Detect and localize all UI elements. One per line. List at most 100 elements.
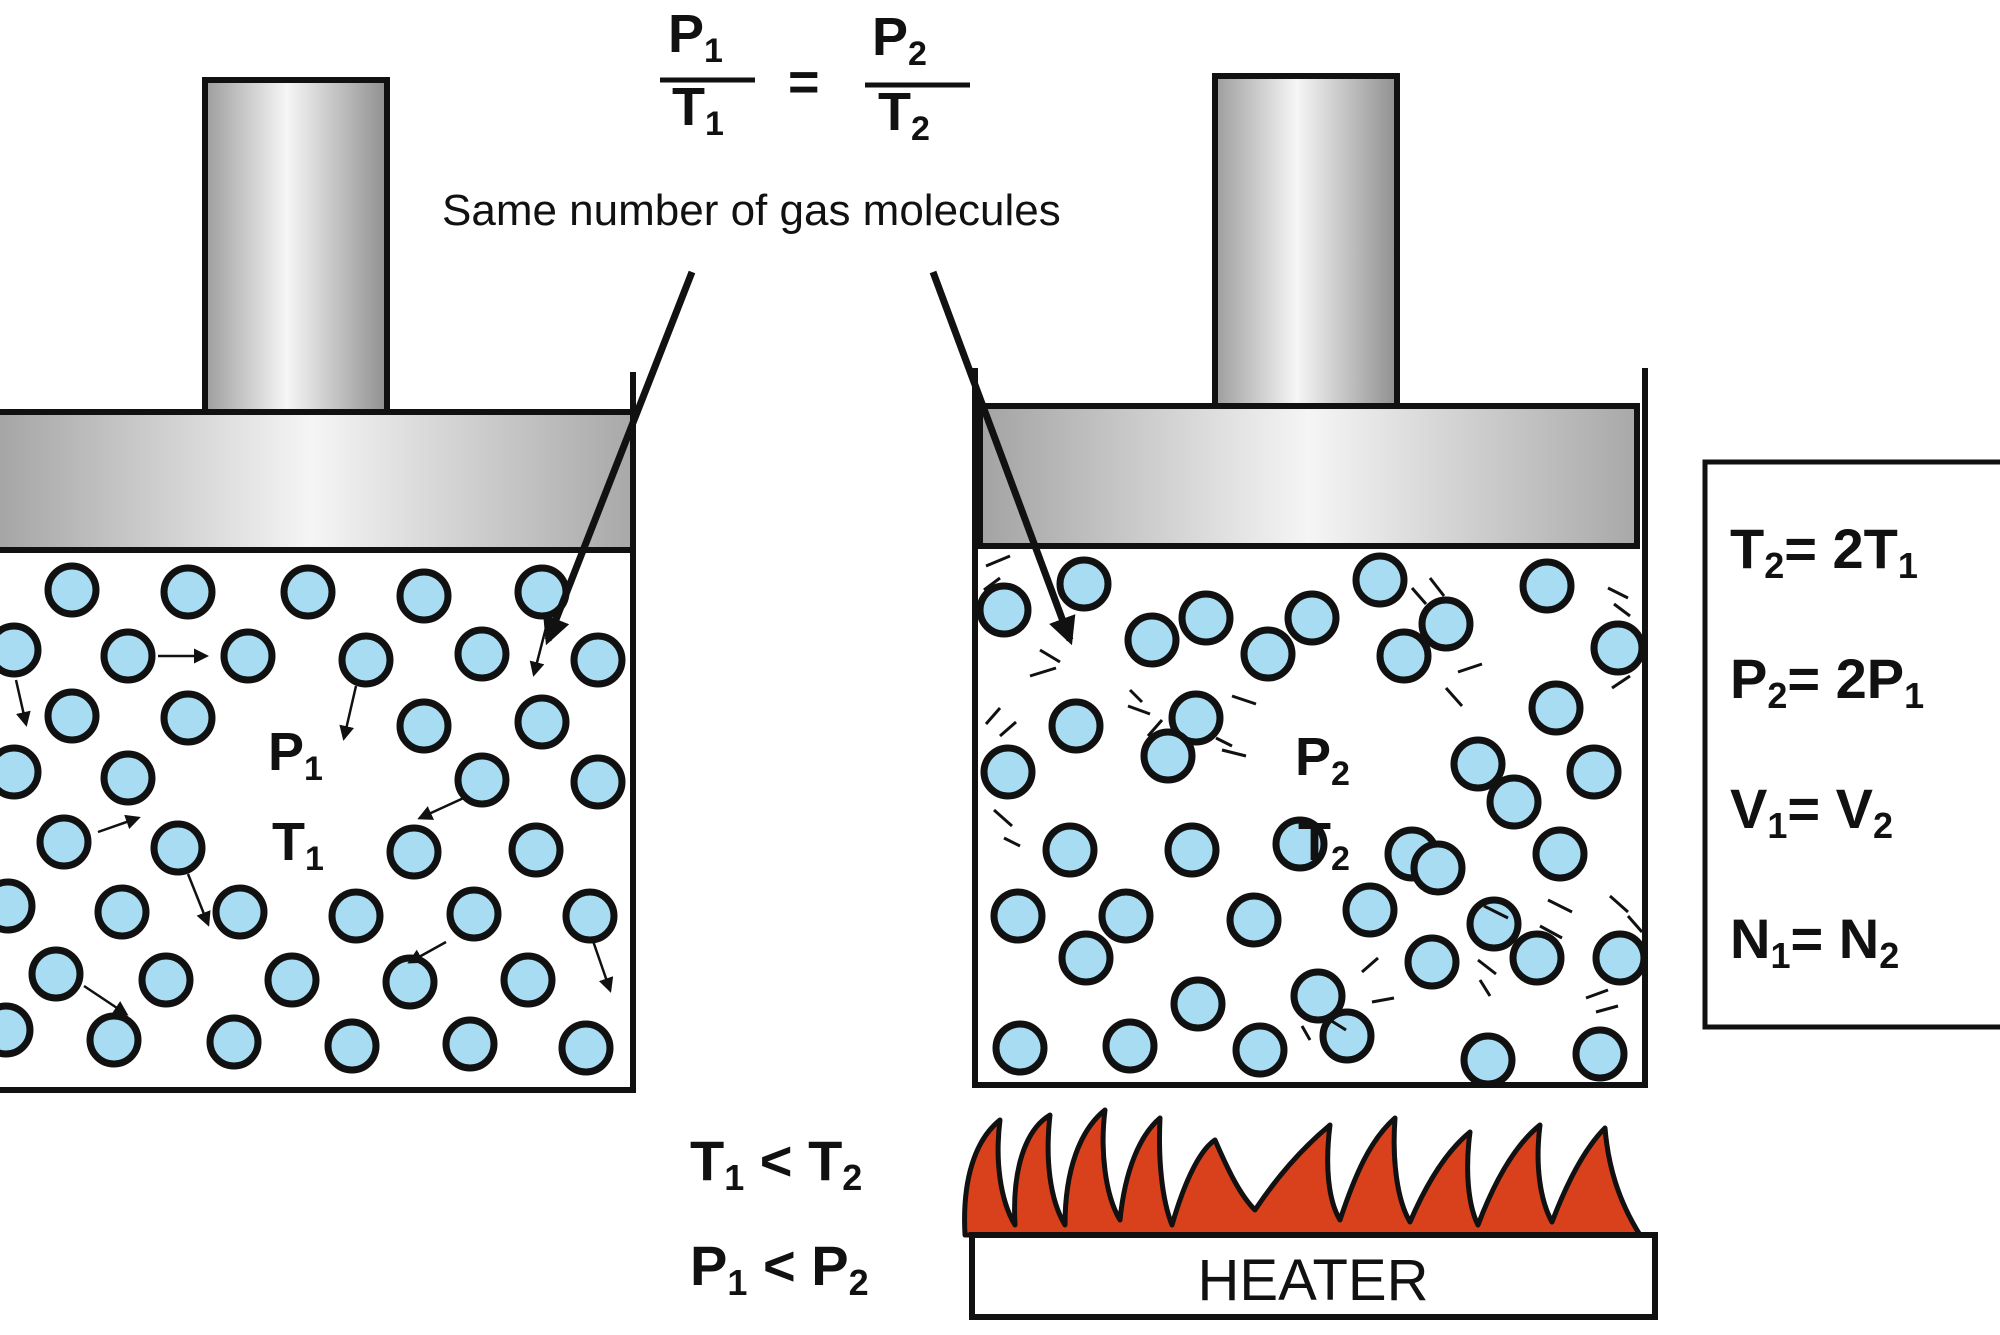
velocity-arrow	[83, 984, 129, 1016]
formula-t2: T2	[878, 82, 930, 148]
collision-tick	[1003, 836, 1021, 848]
collision-tick	[993, 808, 1013, 828]
molecule	[150, 820, 206, 876]
right-piston-rod	[1212, 73, 1400, 409]
molecule	[570, 632, 626, 688]
molecule	[1352, 552, 1408, 608]
molecule	[1450, 736, 1506, 792]
molecule	[454, 626, 510, 682]
molecule	[44, 688, 100, 744]
left-molecules	[0, 562, 626, 1076]
relations-box: T2= 2T1 P2= 2P1 V1= V2 N1= N2	[1702, 459, 2000, 1030]
formula-t1: T1	[672, 77, 724, 143]
molecule	[1486, 774, 1542, 830]
molecule	[1572, 1026, 1628, 1082]
molecule	[396, 698, 452, 754]
molecule	[976, 582, 1032, 638]
molecule	[1592, 930, 1648, 986]
molecule	[138, 952, 194, 1008]
collision-tick	[1613, 602, 1631, 618]
collision-tick	[1483, 904, 1509, 920]
molecule	[1124, 612, 1180, 668]
left-piston-plate	[0, 409, 636, 553]
relation-temperature: T2= 2T1	[1730, 517, 1918, 586]
collision-tick	[1607, 586, 1629, 600]
molecule	[1226, 892, 1282, 948]
molecule	[28, 946, 84, 1002]
molecule	[1164, 822, 1220, 878]
molecule	[220, 628, 276, 684]
collision-tick	[1221, 748, 1247, 758]
molecule	[1178, 590, 1234, 646]
molecule	[1140, 728, 1196, 784]
relation-pressure: P2= 2P1	[1730, 647, 1924, 716]
molecule	[1410, 840, 1466, 896]
molecule	[86, 1012, 142, 1068]
molecule	[446, 886, 502, 942]
formula: P1 T1 = P2 T2	[660, 4, 970, 148]
molecule	[0, 744, 42, 800]
collision-tick	[1626, 915, 1644, 933]
molecule	[442, 1016, 498, 1072]
collision-tick	[985, 554, 1011, 568]
molecule	[1532, 826, 1588, 882]
molecule	[1098, 888, 1154, 944]
collision-tick	[1146, 719, 1164, 737]
molecule	[508, 822, 564, 878]
collision-tick	[1127, 704, 1151, 716]
molecule	[1590, 620, 1646, 676]
velocity-arrow	[14, 679, 31, 727]
molecule	[1056, 556, 1112, 612]
collision-tick	[1029, 666, 1057, 678]
molecule	[0, 1002, 34, 1058]
molecule	[1342, 882, 1398, 938]
molecule	[1528, 680, 1584, 736]
right-pressure-label: P2	[1295, 727, 1350, 793]
relations-border	[1702, 459, 2000, 1030]
collision-tick	[1547, 898, 1573, 914]
velocity-arrow	[417, 794, 469, 820]
heater-box	[969, 1232, 1658, 1320]
molecule	[36, 814, 92, 870]
collision-tick	[983, 576, 1001, 592]
right-container: P2 T2	[972, 73, 1648, 1088]
collision-tick	[1595, 1004, 1619, 1014]
left-piston-rod	[202, 77, 390, 415]
molecule	[1290, 968, 1346, 1024]
molecule	[328, 888, 384, 944]
right-molecules	[976, 552, 1648, 1088]
molecule	[1170, 976, 1226, 1032]
formula-p1: P1	[668, 4, 723, 70]
collision-tick	[1361, 956, 1379, 974]
collision-tick	[1231, 694, 1257, 706]
caption-arrow-left	[543, 270, 696, 646]
molecule	[338, 632, 394, 688]
collision-tick	[1539, 924, 1563, 940]
velocity-arrow	[590, 937, 614, 993]
molecule	[500, 952, 556, 1008]
molecule	[94, 884, 150, 940]
caption: Same number of gas molecules	[442, 186, 1061, 235]
right-piston-plate	[977, 403, 1640, 549]
molecule	[562, 888, 618, 944]
right-container-wall	[972, 368, 1648, 1088]
molecule	[1460, 1032, 1516, 1088]
molecule	[992, 1020, 1048, 1076]
collision-tick	[1428, 577, 1446, 597]
collision-tick	[1215, 736, 1233, 748]
molecule	[1404, 934, 1460, 990]
collision-tick	[1039, 648, 1061, 664]
molecule	[1319, 1008, 1375, 1064]
left-temperature-label: T1	[272, 812, 324, 878]
molecule	[100, 750, 156, 806]
formula-equals: =	[788, 52, 820, 112]
left-container: P1 T1	[0, 77, 636, 1093]
velocity-arrow	[529, 619, 550, 677]
collision-tick	[1611, 674, 1631, 690]
molecule	[324, 1018, 380, 1074]
molecule	[160, 564, 216, 620]
molecule	[1102, 1018, 1158, 1074]
velocity-arrow	[97, 814, 141, 834]
molecule	[0, 622, 42, 678]
